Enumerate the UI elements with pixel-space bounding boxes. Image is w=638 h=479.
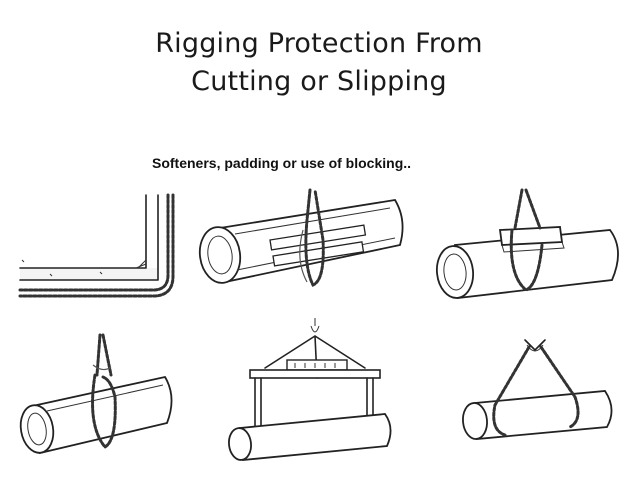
- rope-over-padded-corner-illustration: [18, 193, 175, 298]
- choker-hitch-on-pipe-illustration: [19, 333, 173, 455]
- slide-title-line-2: Cutting or Slipping: [191, 66, 447, 97]
- slide-title-line-1: Rigging Protection From: [155, 28, 483, 59]
- two-leg-bridle-on-pipe-illustration: [462, 339, 613, 440]
- choker-on-pipe-with-block-illustration: [435, 188, 619, 300]
- slide-subtitle: Softeners, padding or use of blocking..: [152, 155, 412, 171]
- spreader-bar-with-pipe-illustration: [228, 318, 392, 461]
- choker-on-pipe-with-padding-illustration: [198, 188, 404, 287]
